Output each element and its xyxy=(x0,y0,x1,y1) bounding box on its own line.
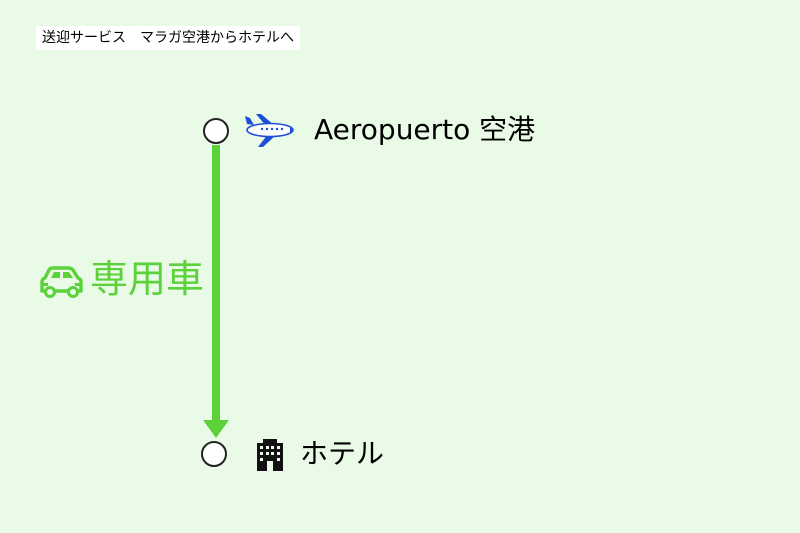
route-arrowhead xyxy=(203,420,229,438)
car-icon xyxy=(40,266,83,298)
destination-stop-marker xyxy=(201,441,227,467)
origin-stop-marker xyxy=(203,118,229,144)
destination-label: ホテル xyxy=(300,437,385,470)
route-line xyxy=(212,145,220,423)
vehicle-label: 専用車 xyxy=(90,257,205,301)
diagram-title: 送迎サービス マラガ空港からホテルへ xyxy=(36,26,300,50)
airplane-icon xyxy=(245,114,294,147)
origin-label: Aeropuerto 空港 xyxy=(314,113,536,146)
hotel-building-icon xyxy=(257,439,283,471)
